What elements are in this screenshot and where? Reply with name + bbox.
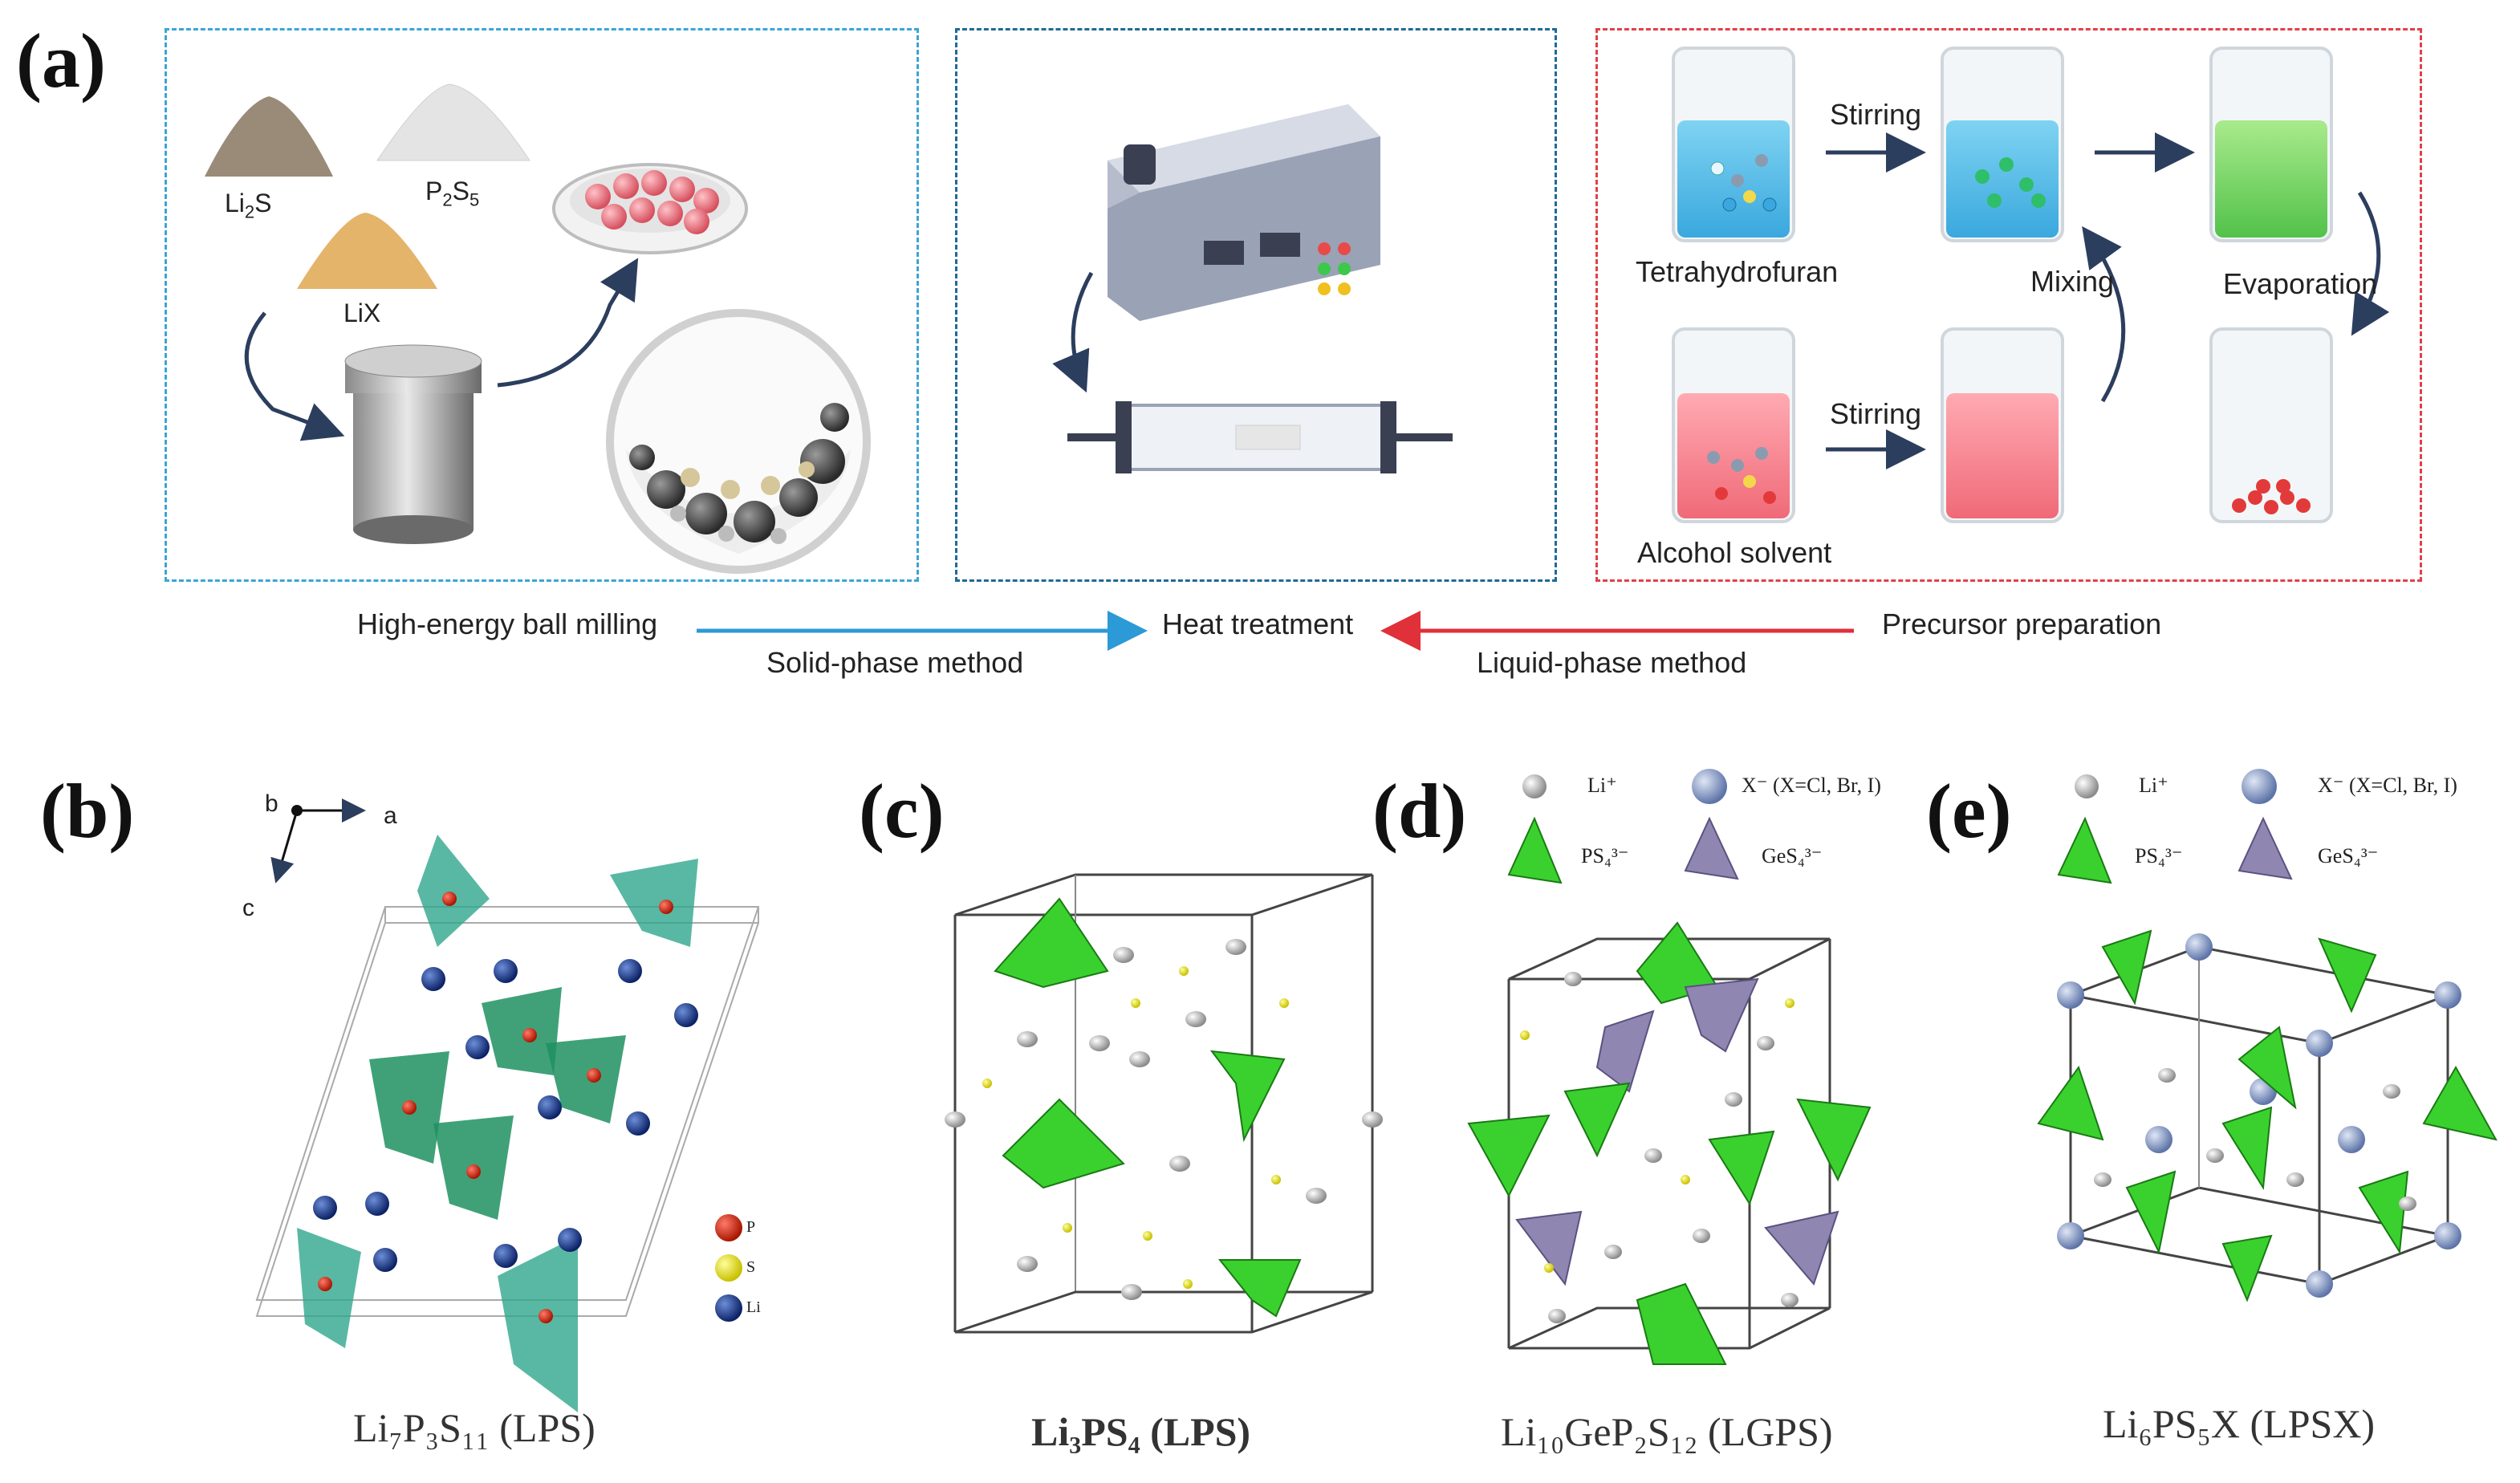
ball-mill-cross-section-icon [606, 309, 871, 574]
evaporation-label: Evaporation [2223, 267, 2378, 300]
panel-label-a: (a) [16, 18, 106, 104]
caption-lpsx: Li₆PS₅X (LPSX) [2103, 1401, 2376, 1446]
legend-s-label: S [746, 1258, 756, 1276]
li2s-label: Li2S [225, 189, 272, 222]
liquid-phase-box [1595, 28, 2422, 582]
panel-label-d: (d) [1372, 768, 1467, 854]
lpsx-legend-ges4: GeS₄³⁻ [2318, 844, 2379, 867]
ball-milling-label: High-energy ball milling [357, 607, 658, 640]
petri-dish-icon [552, 163, 748, 254]
stirring-top-label: Stirring [1830, 98, 1922, 131]
lgps-legend-li: Li⁺ [1587, 774, 1617, 797]
lpsx-legend-li: Li⁺ [2139, 774, 2168, 797]
precursor-preparation-label: Precursor preparation [1882, 607, 2162, 640]
caption-li7p3s11: Li₇P₃S₁₁ (LPS) [353, 1405, 595, 1450]
alcohol-solvent-label: Alcohol solvent [1637, 536, 1832, 569]
panel-label-c: (c) [859, 768, 945, 854]
quartz-tube-icon [1067, 401, 1453, 473]
lpsx-legend-ps4: PS₄³⁻ [2135, 844, 2183, 867]
axis-a-label: a [384, 802, 397, 829]
legend-p-label: P [746, 1218, 756, 1236]
heat-treatment-label: Heat treatment [1162, 607, 1354, 640]
axis-b-label: b [265, 790, 278, 817]
liquid-phase-method-label: Liquid-phase method [1477, 646, 1747, 679]
solid-phase-illustration [205, 83, 871, 574]
panel-label-b: (b) [40, 768, 135, 854]
lix-label: LiX [343, 299, 381, 327]
solid-phase-method-label: Solid-phase method [766, 646, 1024, 679]
p2s5-powder [376, 83, 530, 161]
li7p3s11-structure [255, 798, 759, 1412]
lgps-legend-ges4: GeS₄³⁻ [1762, 844, 1823, 867]
tetrahydrofuran-label: Tetrahydrofuran [1636, 255, 1839, 288]
li2s-powder [205, 96, 333, 177]
caption-lgps: Li₁₀GeP₂S₁₂ (LGPS) [1501, 1409, 1833, 1454]
legend-li-label: Li [746, 1298, 761, 1316]
lgps-legend-x: X⁻ (X=Cl, Br, I) [1742, 774, 1881, 797]
caption-li3ps4: Li₃PS₄ (LPS) [1031, 1409, 1251, 1454]
lix-powder [297, 213, 437, 289]
axis-c-label: c [242, 895, 254, 921]
tube-furnace-illustration [1052, 104, 1453, 473]
liquid-phase-illustration [1672, 47, 2390, 523]
heat-treatment-box [955, 28, 1557, 582]
lpsx-legend-x: X⁻ (X=Cl, Br, I) [2318, 774, 2457, 797]
solid-phase-box [165, 28, 919, 582]
li3ps4-structure [945, 873, 1383, 1334]
lpsx-structure [2037, 769, 2498, 1302]
stirring-bottom-label: Stirring [1830, 397, 1922, 430]
lgps-legend-ps4: PS₄³⁻ [1581, 844, 1629, 867]
milling-jar-icon [344, 344, 482, 544]
panel-label-e: (e) [1926, 768, 2012, 854]
lgps-structure [1467, 769, 1872, 1365]
p2s5-label: P2S5 [425, 177, 480, 210]
mixing-label: Mixing [2030, 265, 2115, 298]
